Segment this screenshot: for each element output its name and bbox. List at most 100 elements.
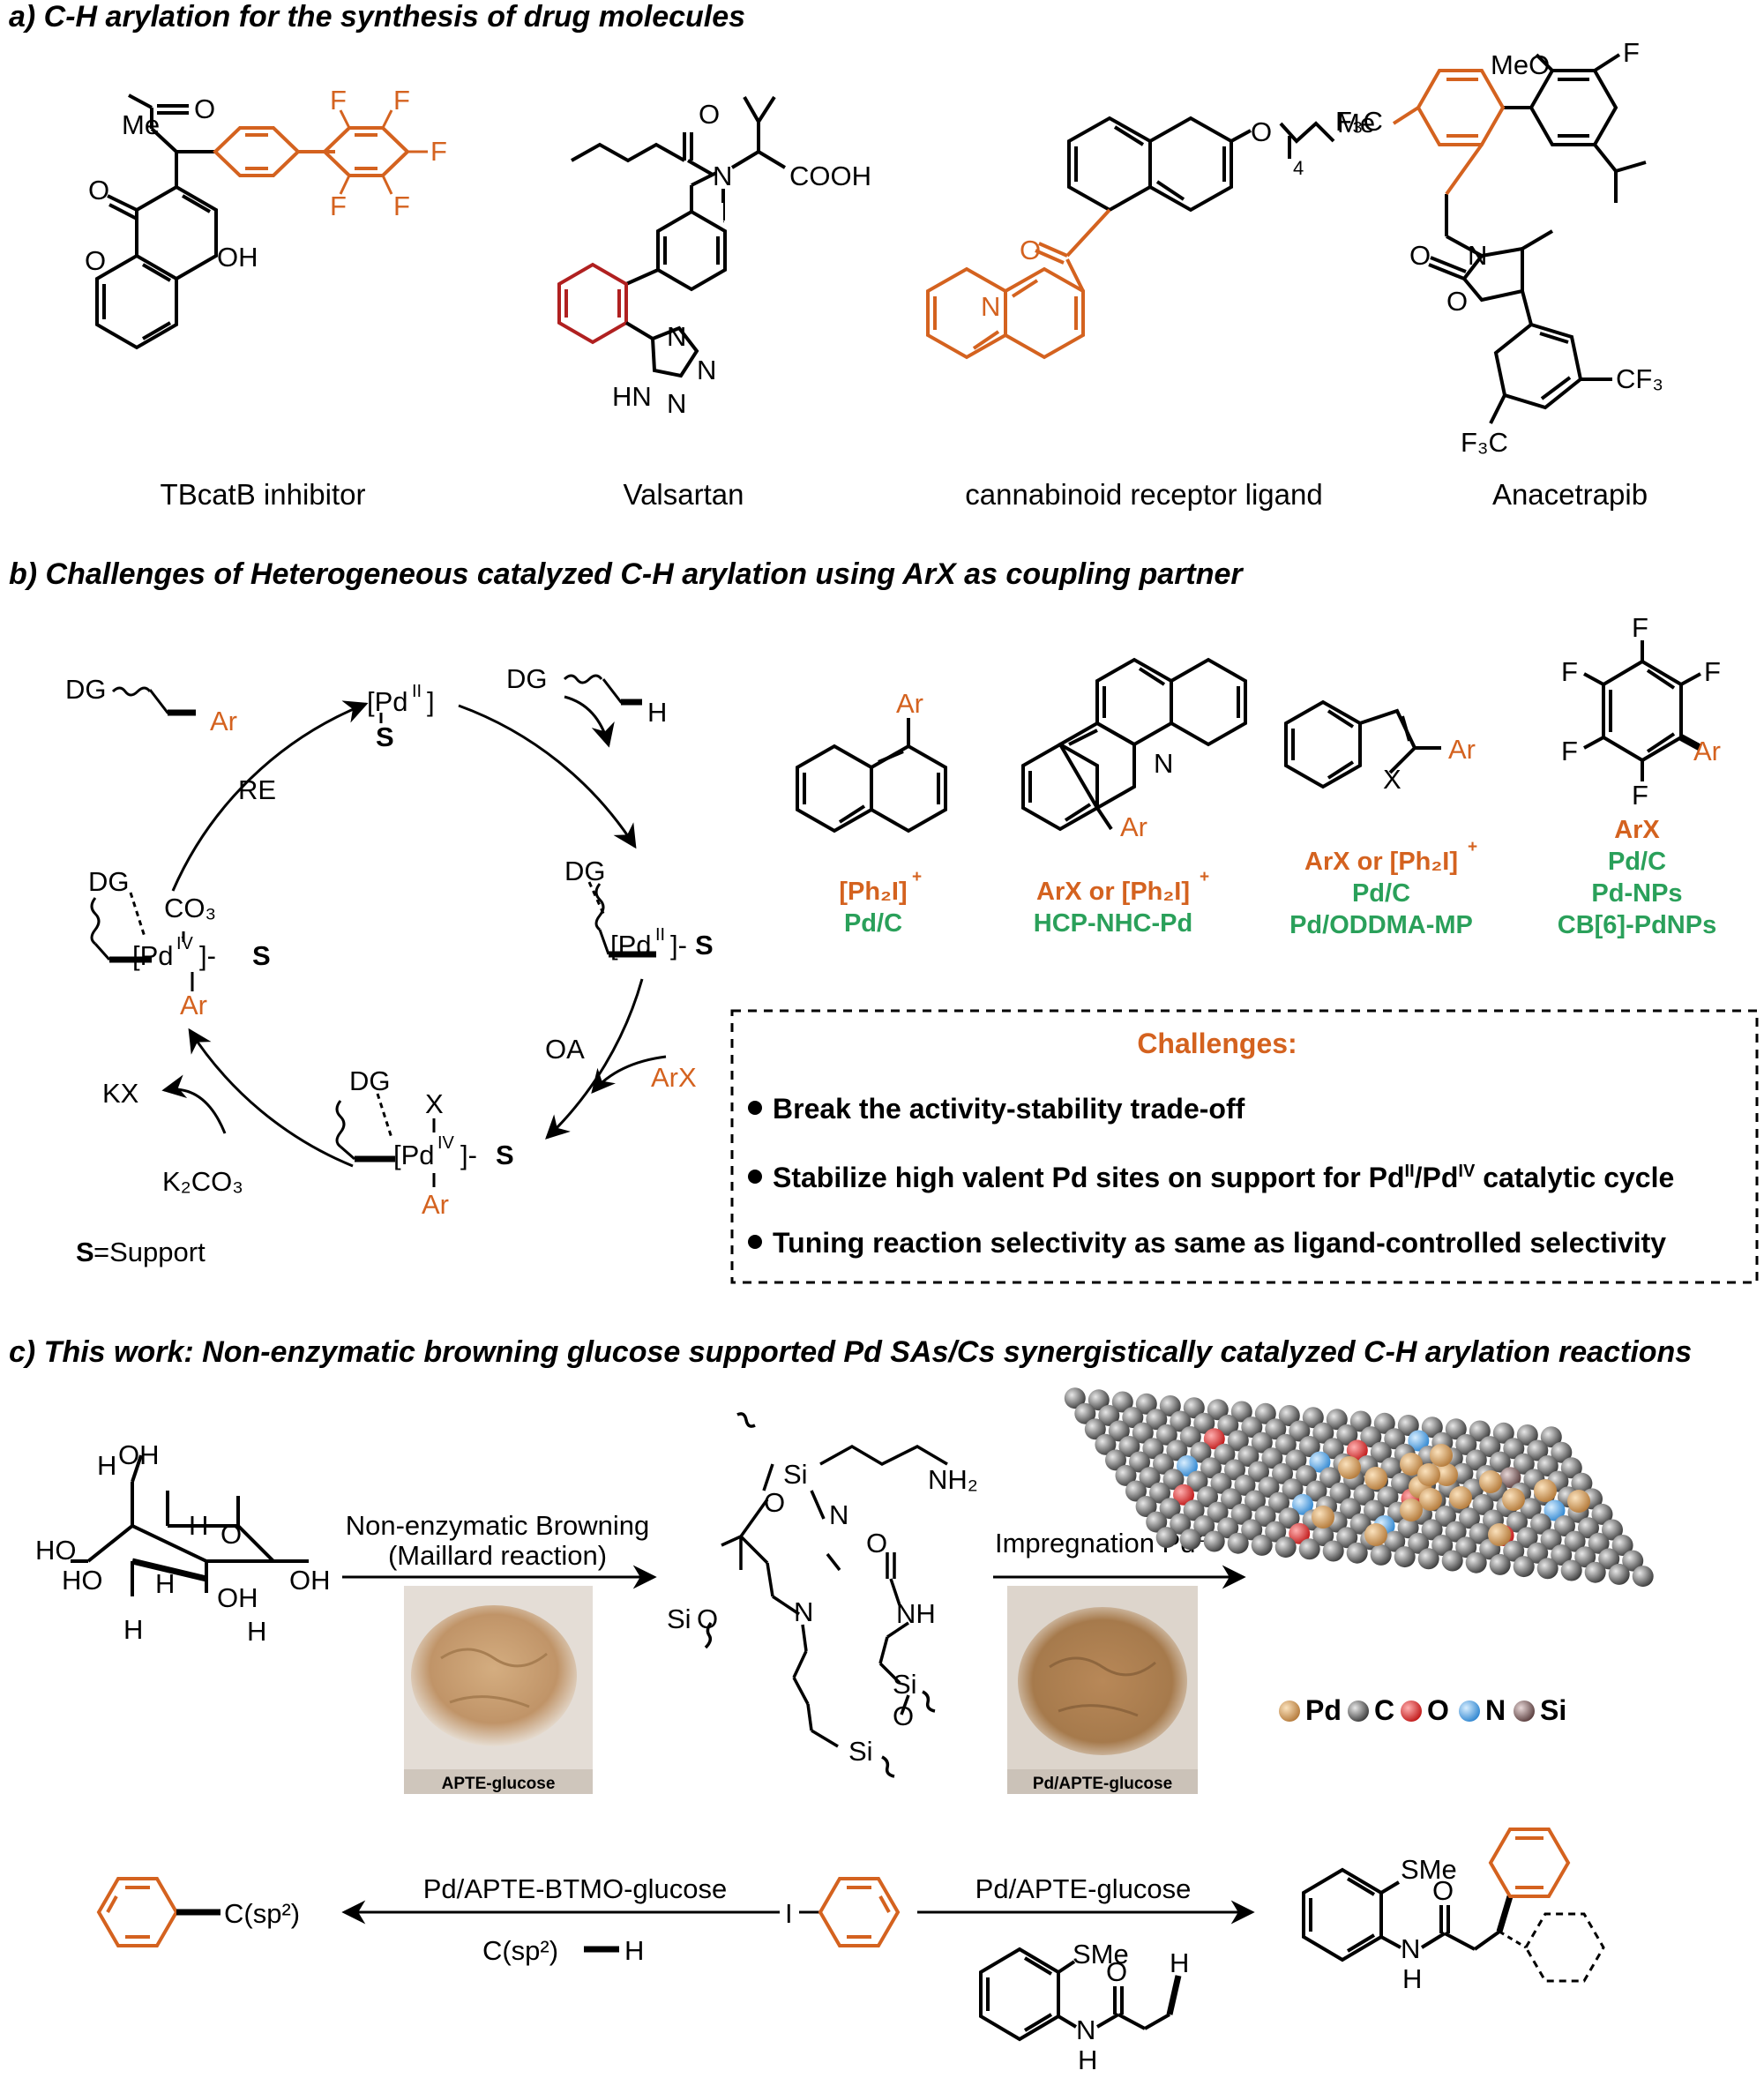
substrate-n: N	[1076, 2014, 1095, 2045]
surface-atom-c	[1489, 1451, 1511, 1473]
valsartan-tetrazole	[624, 321, 699, 378]
surface-atom-c	[1193, 1412, 1215, 1434]
surface-atom-c	[1159, 1395, 1181, 1416]
left-condition-h: H	[624, 1935, 644, 1966]
surface-atom-c	[1611, 1535, 1633, 1556]
surface-atom-c	[1193, 1515, 1215, 1536]
support-n-imine1: N	[829, 1499, 848, 1530]
cycle-pd-top: [Pd	[367, 686, 408, 717]
surface-atom-c	[1274, 1433, 1297, 1455]
iodo-atom: I	[785, 1898, 793, 1929]
surface-atom-c	[1489, 1553, 1511, 1575]
surface-atom-c	[1322, 1438, 1344, 1460]
substrate-nh-h: H	[1078, 2044, 1097, 2075]
legend-label-c: C	[1374, 1694, 1394, 1726]
product-right	[1302, 1867, 1501, 1962]
cycle-dg-left: DG	[88, 866, 130, 897]
surface-atom-c	[1227, 1532, 1249, 1554]
reagent-1-charge: +	[912, 868, 922, 886]
surface-atom-c	[1472, 1493, 1494, 1515]
challenge-item-2: Stabilize high valent Pd sites on suppor…	[773, 1162, 1674, 1193]
surface-atom-c	[1336, 1424, 1358, 1446]
atom-o-ring: O	[85, 245, 106, 276]
catalyst-4-1: Pd/C	[1608, 848, 1666, 876]
surface-atom-c	[1591, 1503, 1613, 1525]
support-n-imine2: N	[794, 1596, 813, 1627]
surface-atom-c	[1506, 1511, 1528, 1533]
cycle-dg-product: DG	[65, 674, 107, 705]
surface-atom-c	[1254, 1506, 1276, 1527]
catalytic-cycle-arrows	[161, 695, 667, 1168]
surface-atom-n	[1544, 1499, 1566, 1521]
surface-atom-c	[1265, 1521, 1287, 1543]
surface-atom-c	[1584, 1561, 1606, 1583]
surface-atom-pd	[1419, 1488, 1442, 1511]
surface-atom-c	[1234, 1474, 1256, 1496]
surface-atom-c	[1353, 1484, 1375, 1506]
structure-anacetrapib	[1428, 53, 1647, 424]
surface-atom-c	[1302, 1407, 1324, 1429]
atom-f-2: F	[393, 85, 410, 116]
surface-atom-c	[1155, 1424, 1177, 1446]
compound-name-valsartan: Valsartan	[624, 478, 744, 511]
iodobenzene-ring	[818, 1877, 901, 1947]
surface-atom-c	[1346, 1542, 1368, 1564]
surface-atom-c	[1516, 1527, 1538, 1549]
reagent-3-charge: +	[1468, 838, 1477, 856]
atom-f-3: F	[430, 136, 447, 167]
surface-atom-c	[1298, 1538, 1320, 1560]
surface-atom-c	[1455, 1536, 1477, 1558]
surface-atom-c	[1227, 1430, 1249, 1452]
surface-atom-c	[1435, 1506, 1456, 1527]
cycle-h-substrate: H	[647, 697, 667, 728]
surface-atom-c	[1397, 1415, 1419, 1436]
challenge-item-2-main: Stabilize high valent Pd sites on suppor…	[773, 1162, 1405, 1193]
surface-atom-c	[1183, 1499, 1205, 1521]
surface-atom-c	[1105, 1449, 1126, 1471]
reagent-4: ArX	[1614, 816, 1660, 844]
substrate-pf-bold-bond	[1679, 734, 1702, 751]
surface-atom-c	[1551, 1441, 1573, 1463]
cycle-pd-bottom-close: ]-	[460, 1140, 477, 1170]
cycle-label-re: RE	[238, 774, 276, 805]
surface-atom-c	[1186, 1470, 1208, 1492]
surface-atom-c	[1360, 1426, 1382, 1448]
surface-atom-c	[1183, 1397, 1205, 1419]
surface-atom-c	[1560, 1457, 1582, 1479]
surface-atom-c	[1445, 1418, 1467, 1440]
surface-atom-c	[1530, 1513, 1551, 1535]
surface-atom-c	[1088, 1389, 1110, 1411]
surface-atom-c	[1408, 1532, 1430, 1554]
surface-atom-c	[1571, 1472, 1593, 1494]
atom-hn-tz: HN	[612, 381, 652, 412]
product-right-dashed-bond	[1499, 1930, 1527, 1949]
surface-atom-c	[1254, 1402, 1276, 1424]
cycle-dg-bottom: DG	[349, 1065, 391, 1096]
atom-f-1: F	[330, 85, 347, 116]
support-o-amide: O	[866, 1528, 887, 1558]
surface-atom-c	[1155, 1527, 1177, 1549]
challenge-bullet-1	[748, 1101, 762, 1115]
atom-o-carbonyl-ana: O	[1409, 240, 1431, 271]
atom-n-quinoline: N	[981, 291, 1000, 322]
glucose-front-edge	[131, 1558, 207, 1582]
surface-atom-c	[1203, 1530, 1225, 1552]
surface-atom-c	[1513, 1556, 1535, 1578]
catalyst-1-1: Pd/C	[844, 909, 902, 938]
photo2-label: Pd/APTE-glucose	[1033, 1775, 1172, 1793]
legend-label-o: O	[1427, 1694, 1449, 1726]
surface-atom-c	[1536, 1455, 1558, 1476]
atom-n-tz1: N	[667, 321, 686, 352]
surface-atom-pd	[1430, 1444, 1453, 1467]
surface-atom-pd	[1400, 1453, 1423, 1476]
legend-swatch-c	[1348, 1701, 1369, 1722]
atomic-surface-model	[1064, 1387, 1654, 1588]
substrate-benzofused	[1284, 699, 1441, 789]
surface-atom-c	[1588, 1532, 1610, 1554]
surface-atom-c	[1602, 1519, 1623, 1541]
product-sme: SMe	[1401, 1854, 1457, 1885]
surface-atom-c	[1554, 1515, 1575, 1536]
surface-atom-c	[1312, 1422, 1334, 1444]
cycle-support-top: S	[376, 721, 394, 752]
legend-swatch-o	[1401, 1701, 1422, 1722]
